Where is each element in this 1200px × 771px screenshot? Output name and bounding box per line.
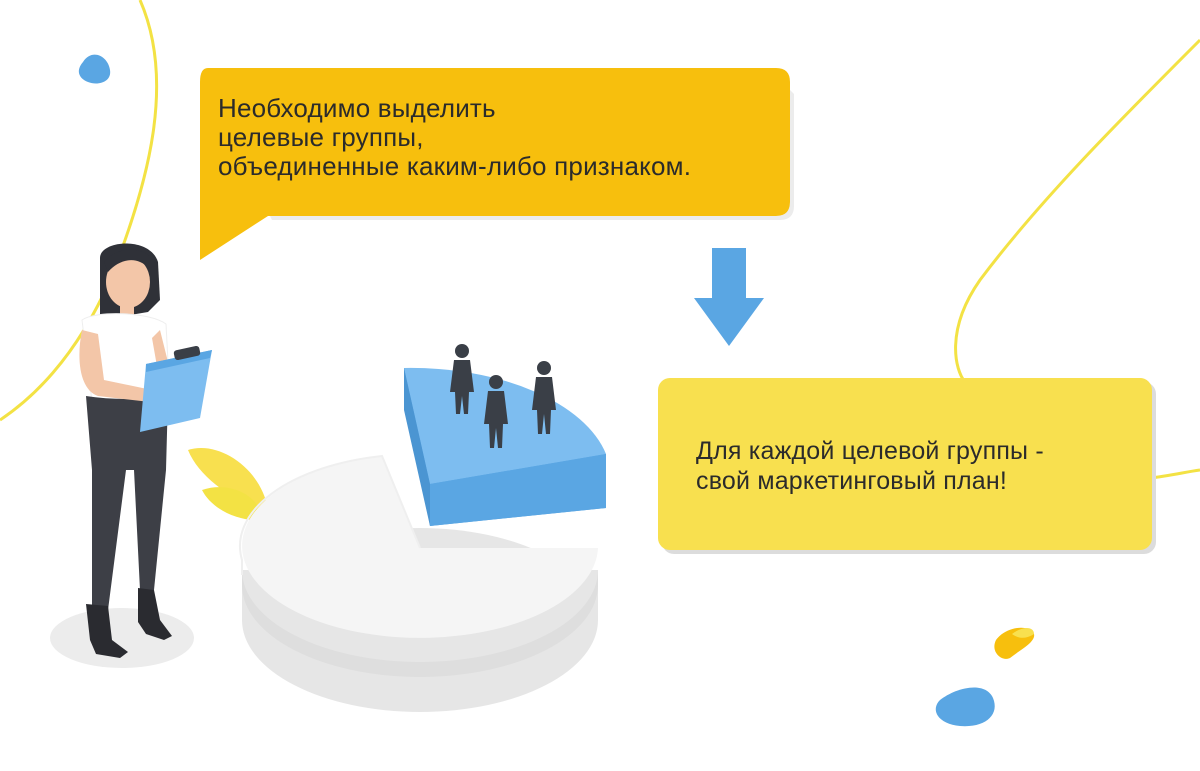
yellow-blob-bottom-right xyxy=(1012,628,1034,638)
bottom-bubble-line: Для каждой целевой группы - xyxy=(696,437,1044,465)
top-speech-bubble xyxy=(200,68,794,260)
blue-blob-bottom-right xyxy=(935,687,995,727)
person-icon xyxy=(450,344,474,414)
blue-blob-top-left xyxy=(78,54,111,84)
bottom-speech-bubble xyxy=(658,378,1156,554)
decorative-yellow-line-right-lower xyxy=(1149,468,1200,480)
plant-leaves xyxy=(188,448,268,521)
arrow-down-icon xyxy=(694,248,764,346)
person-icon xyxy=(532,361,556,434)
bottom-bubble-line: свой маркетинговый план! xyxy=(696,467,1008,495)
person-icon xyxy=(484,375,508,448)
top-bubble-line: целевые группы, xyxy=(218,122,424,152)
pie-slice-highlighted xyxy=(404,367,606,526)
pie-chart-illustration xyxy=(239,454,598,712)
woman-figure xyxy=(50,243,194,668)
top-bubble-line: Необходимо выделить xyxy=(218,93,496,123)
top-bubble-text: Необходимо выделить целевые группы, объе… xyxy=(218,94,691,181)
clipboard-icon xyxy=(140,345,212,432)
bottom-bubble-text: Для каждой целевой группы - свой маркети… xyxy=(696,436,1044,496)
decorative-yellow-line-right xyxy=(954,38,1200,383)
top-bubble-line: объединенные каким-либо признаком. xyxy=(218,151,692,181)
